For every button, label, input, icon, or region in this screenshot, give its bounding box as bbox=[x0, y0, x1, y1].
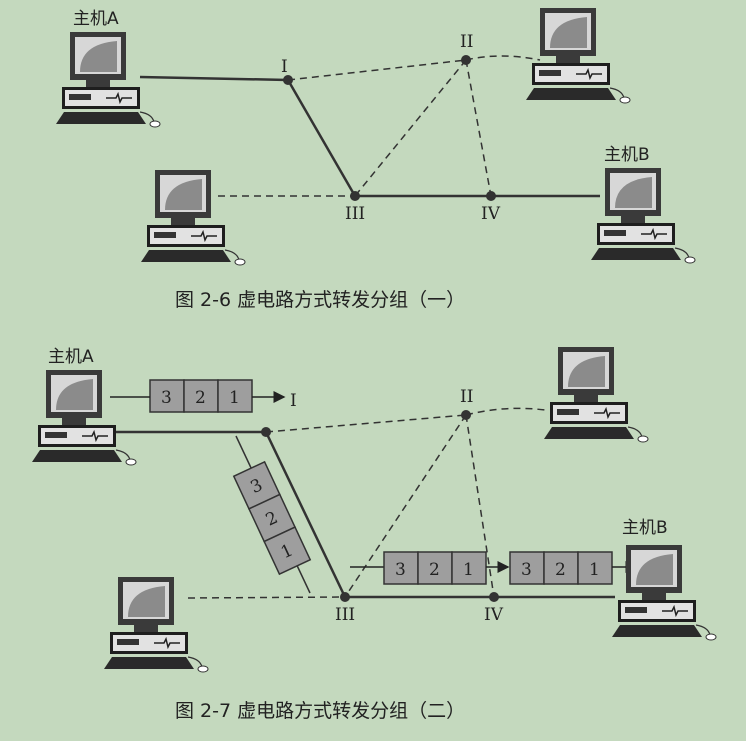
link-r2-r4 bbox=[465, 59, 492, 197]
packet-number: 3 bbox=[521, 560, 532, 580]
packet-number: 2 bbox=[195, 388, 206, 408]
host-a-label: 主机A bbox=[48, 347, 94, 367]
packet-number: 3 bbox=[161, 388, 172, 408]
link-a-r1 bbox=[139, 75, 289, 82]
host-b-computer-icon bbox=[611, 544, 717, 641]
packet-group-r4-host-b: 3 2 1 bbox=[509, 551, 638, 585]
router-2 bbox=[461, 410, 471, 420]
packet-number: 2 bbox=[429, 560, 440, 580]
router-3 bbox=[350, 191, 360, 201]
host-top-right-computer-icon bbox=[525, 7, 631, 104]
figure-2-7: I II III IV 3 2 1 3 2 1 bbox=[31, 346, 717, 722]
host-top-right-computer-icon bbox=[543, 346, 649, 443]
host-b-computer-icon bbox=[590, 167, 696, 264]
packet bbox=[451, 551, 487, 585]
host-bottom-left-computer-icon bbox=[140, 169, 246, 266]
router-3 bbox=[340, 592, 350, 602]
packet bbox=[383, 551, 419, 585]
link-r1-r2 bbox=[265, 414, 467, 433]
host-b-label: 主机B bbox=[604, 145, 650, 165]
router-4-label: IV bbox=[484, 605, 504, 625]
host-a-computer-icon bbox=[31, 369, 137, 466]
link-r2-r3 bbox=[354, 59, 467, 197]
link-host-bottom-r3 bbox=[187, 596, 346, 599]
router-1 bbox=[261, 427, 271, 437]
packet-number: 1 bbox=[463, 560, 474, 580]
host-a-computer-icon bbox=[55, 31, 161, 128]
host-a-label: 主机A bbox=[73, 9, 119, 29]
router-4 bbox=[489, 592, 499, 602]
packet-group-slanted: 3 2 1 bbox=[232, 460, 312, 576]
link-r2-r4 bbox=[465, 414, 495, 598]
link-r1-r3 bbox=[286, 79, 357, 197]
packet-group-at-host-a: 3 2 1 bbox=[110, 379, 286, 413]
router-2 bbox=[461, 55, 471, 65]
packet bbox=[543, 551, 579, 585]
router-4-label: IV bbox=[481, 204, 501, 224]
router-4 bbox=[486, 191, 496, 201]
packet bbox=[417, 551, 453, 585]
link-r2-host-top bbox=[465, 407, 546, 416]
host-b-label: 主机B bbox=[622, 518, 668, 538]
link-r1-r3 bbox=[264, 431, 347, 598]
figure-2-6: I II III IV 主机A 主机B 图 2-6 虚电路方式转发分组（一） bbox=[55, 7, 696, 311]
router-1 bbox=[283, 75, 293, 85]
packet-number: 2 bbox=[555, 560, 566, 580]
packet-number: 1 bbox=[589, 560, 600, 580]
router-3-label: III bbox=[345, 204, 365, 224]
router-2-label: II bbox=[460, 32, 473, 52]
packet bbox=[577, 551, 613, 585]
router-1-label: I bbox=[281, 57, 288, 77]
host-bottom-left-computer-icon bbox=[103, 576, 209, 673]
router-3-label: III bbox=[335, 605, 355, 625]
packet-number: 3 bbox=[395, 560, 406, 580]
packet bbox=[263, 526, 312, 576]
packet-number: 1 bbox=[229, 388, 240, 408]
figure-caption: 图 2-6 虚电路方式转发分组（一） bbox=[175, 289, 465, 311]
packet-group-r3-r4: 3 2 1 bbox=[350, 551, 510, 585]
figure-caption: 图 2-7 虚电路方式转发分组（二） bbox=[175, 700, 465, 722]
link-r1-r2 bbox=[287, 59, 467, 81]
packet bbox=[509, 551, 545, 585]
router-2-label: II bbox=[460, 387, 473, 407]
link-r2-host-top bbox=[465, 55, 541, 61]
router-1-label: I bbox=[290, 391, 297, 411]
packet bbox=[217, 379, 253, 413]
